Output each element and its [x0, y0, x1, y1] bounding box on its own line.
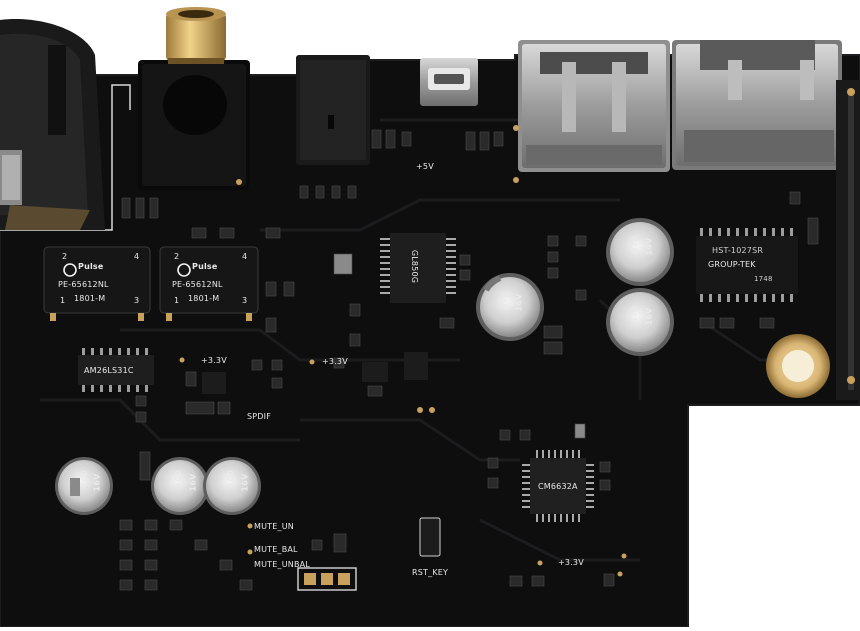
capacitor: [476, 273, 544, 341]
transformer-2-code: 1801-M: [188, 294, 220, 303]
capacitor: [151, 457, 209, 515]
small-chip: [404, 352, 428, 380]
transformer-1-part-number: PE-65612NL: [58, 280, 109, 289]
capacitor-value: 470: [630, 305, 640, 324]
ethernet-port: [672, 40, 842, 170]
silk-5v: +5V: [416, 162, 434, 171]
magnetics-brand: GROUP-TEK: [708, 260, 756, 269]
silk-3v3-b: +3.3V: [322, 357, 348, 366]
transformer-1-pin-2: 2: [62, 252, 68, 261]
capacitor: [606, 218, 674, 286]
capacitor-rating: 16V: [92, 473, 102, 492]
line-driver-chip-label: AM26LS31C: [84, 366, 134, 375]
capacitor-rating: 16V: [188, 473, 198, 492]
transformer-2-part-number: PE-65612NL: [172, 280, 223, 289]
capacitor-value: 100: [174, 469, 184, 488]
transformer-2-brand: Pulse: [192, 262, 218, 271]
small-chip: [362, 362, 388, 382]
capacitor-value: 470: [630, 235, 640, 254]
transformer-2-pin-2: 2: [174, 252, 180, 261]
capacitor: [606, 288, 674, 356]
capacitor-value: 100: [80, 469, 90, 488]
silk-spdif: SPDIF: [247, 412, 272, 421]
capacitor: [203, 457, 261, 515]
small-chip: [202, 372, 226, 394]
rca-jack: [138, 7, 250, 190]
capacitor: [55, 457, 113, 515]
transformer-1-pin-3: 3: [134, 296, 140, 305]
silk-rst-key: RST_KEY: [412, 568, 449, 577]
reset-button: [419, 517, 441, 557]
usb-hub-chip: [380, 233, 456, 303]
capacitor-rating: 16V: [240, 473, 250, 492]
magnetics-code: 1748: [754, 275, 773, 283]
audio-processor-chip: [522, 450, 594, 522]
xlr-connector: [0, 19, 105, 230]
power-jack: [296, 55, 370, 165]
silk-mute-unbal: MUTE_UNBAL: [254, 560, 310, 569]
transformer-1-pin-4: 4: [134, 252, 140, 261]
silk-mute-un: MUTE_UN: [254, 522, 294, 531]
transformer-2-pin-3: 3: [242, 296, 248, 305]
usb-b-socket: [518, 40, 670, 172]
transformer-2-pin-1: 1: [174, 296, 180, 305]
silk-mute-bal: MUTE_BAL: [254, 545, 298, 554]
capacitor-rating: 16V: [644, 307, 654, 326]
transformer-1-code: 1801-M: [74, 294, 106, 303]
capacitor-rating: 16V: [514, 293, 524, 312]
micro-usb-port: [420, 58, 478, 106]
silk-3v3-c: +3.3V: [558, 558, 584, 567]
audio-processor-chip-label: CM6632A: [538, 482, 578, 491]
lan-magnetics-module: [696, 228, 798, 302]
magnetics-part-number: HST-1027SR: [712, 246, 764, 255]
pin-header: [297, 567, 357, 591]
capacitor-value: 100: [226, 469, 236, 488]
line-driver-chip: [78, 348, 154, 392]
capacitor-value: 470: [500, 291, 510, 310]
usb-hub-chip-label: GL850G: [410, 249, 420, 284]
transformer-1-pin-1: 1: [60, 296, 66, 305]
transformer-2-pin-4: 4: [242, 252, 248, 261]
transformer-1-brand: Pulse: [78, 262, 104, 271]
capacitor-rating: 16V: [644, 237, 654, 256]
silk-3v3-a: +3.3V: [201, 356, 227, 365]
